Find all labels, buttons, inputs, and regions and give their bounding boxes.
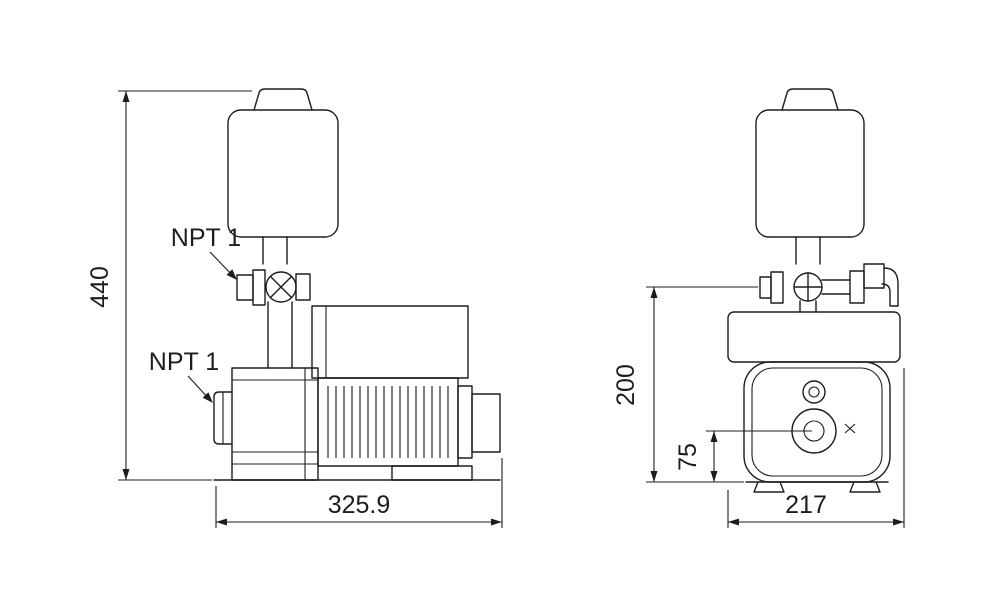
valve-assembly-front [759, 263, 899, 313]
inlet-port-side [213, 391, 233, 445]
valve-assembly-side [236, 269, 311, 369]
motor-side [317, 377, 501, 467]
dim-label-75: 75 [674, 443, 702, 471]
control-box-front [727, 311, 901, 363]
dim-label-200: 200 [612, 364, 640, 406]
dim-total-length: 325.9 [215, 458, 503, 528]
callout-npt-bottom: NPT 1 [149, 348, 219, 403]
npt-top-label: NPT 1 [171, 224, 241, 252]
small-port-circle [802, 380, 826, 404]
side-view [213, 88, 501, 481]
dim-label-217: 217 [785, 491, 827, 519]
tank-neck-front [795, 236, 821, 265]
dim-label-325-9: 325.9 [328, 491, 391, 519]
base-front [745, 481, 889, 493]
pump-face-front [743, 361, 891, 483]
brand-mark [844, 423, 856, 434]
pressure-tank-side [227, 109, 339, 238]
dim-outlet-height: 200 [612, 286, 758, 483]
dim-label-440: 440 [86, 266, 114, 308]
pump-head-side [231, 367, 319, 481]
tank-cap-front [781, 88, 839, 111]
front-view [727, 88, 901, 493]
callout-npt-top: NPT 1 [171, 224, 241, 280]
motor-fins [327, 386, 449, 458]
dim-inlet-height: 75 [674, 430, 812, 482]
tank-cap-side [253, 88, 313, 111]
base-side [213, 465, 501, 481]
pressure-tank-front [755, 109, 865, 238]
dim-total-height: 440 [86, 90, 252, 481]
control-box-side [311, 305, 469, 379]
tank-neck-side [262, 236, 288, 265]
npt-bottom-label: NPT 1 [149, 348, 219, 376]
dim-width: 217 [727, 368, 905, 528]
